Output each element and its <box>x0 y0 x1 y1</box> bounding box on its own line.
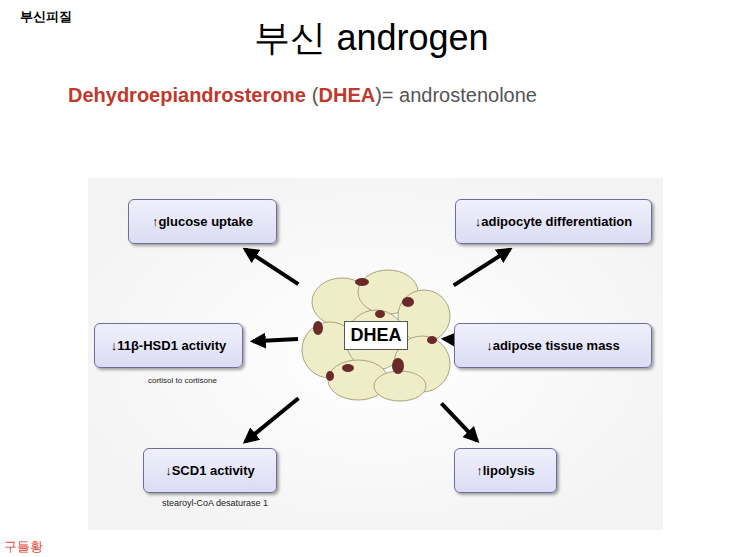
effect-box: ↓adipocyte differentiation <box>455 199 652 244</box>
note-text: cortisol to cortisone <box>148 376 217 385</box>
subtitle-text: ( <box>312 84 319 107</box>
effect-arrow <box>245 398 298 441</box>
subtitle-text: )= androstenolone <box>375 84 537 107</box>
effect-text: ↓SCD1 activity <box>165 463 255 478</box>
effect-text: ↓adipocyte differentiation <box>475 214 632 229</box>
subtitle-name: Dehydroepiandrosterone <box>68 84 306 107</box>
author-mark: 구들황 <box>4 538 43 556</box>
effect-box: ↓11β-HSD1 activity <box>94 323 243 368</box>
effect-arrow <box>454 249 510 285</box>
dhea-cell-cluster: DHEA <box>300 268 452 402</box>
effect-arrow <box>444 337 454 342</box>
note-text: stearoyl-CoA desaturase 1 <box>162 498 268 508</box>
effect-text: ↓11β-HSD1 activity <box>111 338 227 353</box>
effect-arrow <box>245 249 298 284</box>
effect-text: ↑lipolysis <box>476 463 535 478</box>
subtitle-row: Dehydroepiandrosterone (DHEA)= androsteno… <box>68 84 537 107</box>
effect-text: ↑glucose uptake <box>152 214 253 229</box>
effect-arrow <box>441 403 477 440</box>
subtitle-abbr: DHEA <box>319 84 376 107</box>
effect-box: ↓SCD1 activity <box>143 448 277 493</box>
page-title: 부신 androgen <box>0 14 743 63</box>
hub-label: DHEA <box>344 321 407 350</box>
effect-box: ↓adipose tissue mass <box>454 323 652 368</box>
effect-arrow <box>253 339 298 341</box>
effect-box: ↑glucose uptake <box>128 199 277 244</box>
effect-box: ↑lipolysis <box>454 448 557 493</box>
effect-text: ↓adipose tissue mass <box>486 338 620 353</box>
section-tag: 부신피질 <box>20 8 72 26</box>
